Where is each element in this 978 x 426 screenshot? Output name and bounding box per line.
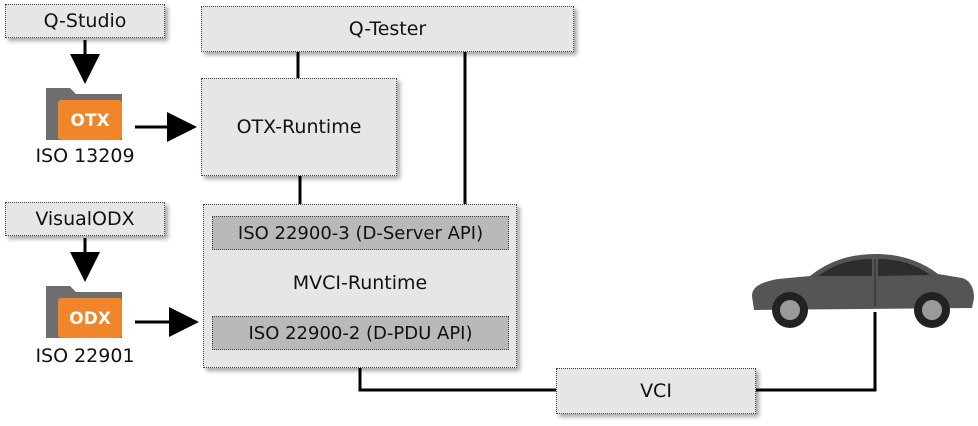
q-studio-label: Q-Studio bbox=[43, 10, 127, 32]
d-server-api-label: ISO 22900-3 (D-Server API) bbox=[237, 222, 484, 244]
otx-badge: OTX bbox=[70, 111, 109, 131]
otx-runtime-label: OTX-Runtime bbox=[236, 116, 362, 138]
otx-caption: ISO 13209 bbox=[35, 145, 135, 167]
visual-odx-label: VisualODX bbox=[35, 208, 135, 230]
odx-folder-icon: ODX bbox=[46, 286, 122, 338]
q-tester-label: Q-Tester bbox=[348, 18, 427, 40]
visual-odx-box: VisualODX bbox=[5, 202, 165, 236]
car-icon bbox=[752, 254, 974, 328]
otx-folder-icon: OTX bbox=[46, 88, 122, 140]
d-pdu-api-label: ISO 22900-2 (D-PDU API) bbox=[248, 322, 473, 344]
otx-runtime-box: OTX-Runtime bbox=[201, 78, 397, 176]
d-pdu-api-box: ISO 22900-2 (D-PDU API) bbox=[212, 316, 509, 350]
vci-label: VCI bbox=[640, 380, 672, 402]
line-vci-car bbox=[756, 312, 877, 392]
vci-box: VCI bbox=[556, 368, 756, 414]
odx-caption: ISO 22901 bbox=[35, 345, 135, 367]
q-studio-box: Q-Studio bbox=[5, 4, 165, 38]
mvci-runtime-label: MVCI-Runtime bbox=[292, 272, 428, 294]
d-server-api-box: ISO 22900-3 (D-Server API) bbox=[212, 216, 509, 250]
q-tester-box: Q-Tester bbox=[201, 6, 574, 52]
odx-badge: ODX bbox=[69, 309, 111, 329]
line-mvci-vci bbox=[358, 368, 556, 392]
